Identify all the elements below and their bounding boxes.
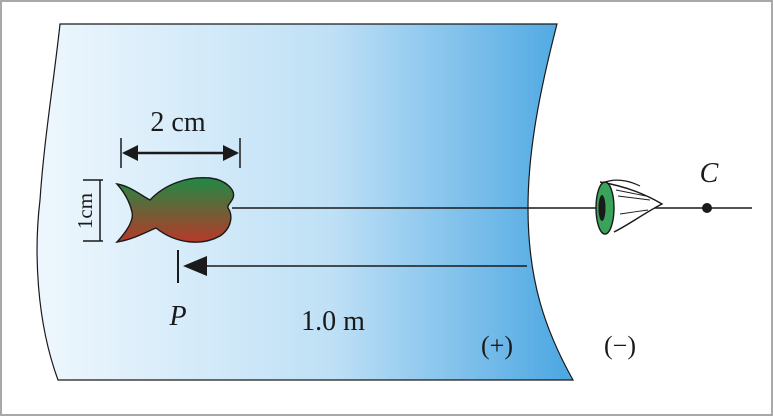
fish-icon [115, 177, 235, 243]
point-c-dot [702, 203, 712, 213]
distance-label: 1.0 m [301, 306, 365, 337]
fish-width-dimension [120, 138, 241, 168]
eye-icon [595, 179, 664, 235]
sign-inside-label: (+) [481, 331, 513, 360]
fish-height-dimension [83, 179, 103, 242]
point-c-label: C [700, 158, 719, 189]
fish-width-label: 2 cm [150, 107, 205, 138]
point-p-label: P [168, 301, 186, 332]
fish-height-label: 1cm [73, 193, 97, 229]
water-body [36, 23, 575, 381]
distance-arrowhead [183, 256, 207, 276]
sign-outside-label: (−) [604, 331, 636, 360]
